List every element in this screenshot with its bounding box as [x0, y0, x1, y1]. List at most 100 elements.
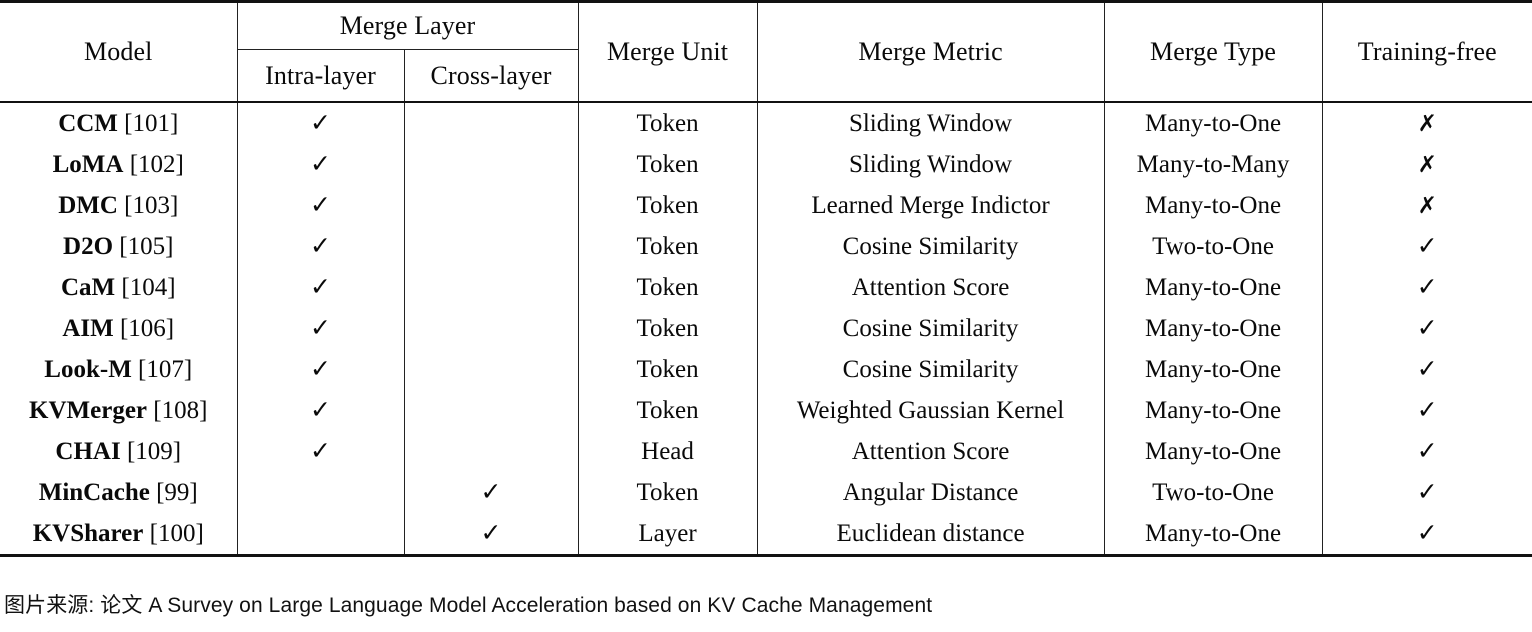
cell-merge-unit: Token — [577, 101, 758, 144]
column-header-merge-unit: Merge Unit — [577, 0, 758, 102]
cell-merge-unit: Layer — [577, 513, 758, 557]
cell-model: CHAI [109] — [0, 431, 237, 472]
cell-merge-metric: Cosine Similarity — [756, 308, 1105, 349]
cross-icon: ✗ — [1417, 193, 1437, 218]
header-row-top: Model Merge Layer Merge Unit Merge Metri… — [0, 0, 1532, 102]
cell-training-free: ✗ — [1321, 185, 1532, 226]
column-header-cross-layer: Cross-layer — [403, 49, 579, 102]
model-reference: [107] — [138, 356, 193, 383]
cell-training-free: ✗ — [1321, 101, 1532, 144]
model-reference: [105] — [119, 233, 174, 260]
cell-merge-metric: Attention Score — [756, 431, 1105, 472]
cell-merge-metric: Sliding Window — [756, 144, 1105, 185]
check-icon: ✓ — [310, 110, 331, 137]
cell-cross-layer: ✓ — [403, 513, 579, 557]
cell-merge-unit: Head — [577, 431, 758, 472]
cell-merge-metric: Learned Merge Indictor — [756, 185, 1105, 226]
cell-merge-type: Two-to-One — [1103, 226, 1323, 267]
column-header-merge-metric: Merge Metric — [756, 0, 1105, 102]
cell-intra-layer: ✓ — [236, 101, 404, 144]
merge-methods-table: Model Merge Layer Merge Unit Merge Metri… — [0, 0, 1532, 557]
column-header-intra-layer: Intra-layer — [236, 49, 404, 102]
cell-merge-type: Many-to-One — [1103, 267, 1323, 308]
model-name: D2O — [63, 233, 114, 260]
image-source-caption: 图片来源: 论文 A Survey on Large Language Mode… — [4, 594, 933, 617]
model-name: LoMA — [52, 151, 124, 178]
check-icon: ✓ — [1416, 438, 1438, 465]
check-icon: ✓ — [1416, 356, 1438, 383]
cell-model: AIM [106] — [0, 308, 237, 349]
check-icon: ✓ — [310, 274, 331, 301]
model-name: MinCache — [38, 479, 150, 506]
cell-cross-layer — [403, 267, 579, 308]
cell-merge-metric: Weighted Gaussian Kernel — [756, 390, 1105, 431]
cell-intra-layer: ✓ — [236, 185, 404, 226]
cell-merge-unit: Token — [577, 349, 758, 390]
cell-merge-unit: Token — [577, 390, 758, 431]
cell-merge-metric: Attention Score — [756, 267, 1105, 308]
header-row-sub: Intra-layer Cross-layer — [0, 49, 1532, 102]
check-icon: ✓ — [480, 479, 502, 506]
cell-cross-layer — [403, 308, 579, 349]
check-icon: ✓ — [1416, 520, 1438, 547]
cell-merge-metric: Angular Distance — [756, 472, 1105, 513]
check-icon: ✓ — [310, 233, 331, 260]
cell-model: KVSharer [100] — [0, 513, 237, 557]
cell-merge-type: Many-to-One — [1103, 185, 1323, 226]
cell-merge-unit: Token — [577, 226, 758, 267]
cell-merge-type: Many-to-One — [1103, 308, 1323, 349]
cell-merge-metric: Cosine Similarity — [756, 226, 1105, 267]
cell-merge-unit: Token — [577, 185, 758, 226]
column-header-training-free: Training-free — [1321, 0, 1532, 102]
cell-merge-metric: Euclidean distance — [756, 513, 1105, 557]
cell-cross-layer — [403, 185, 579, 226]
model-reference: [109] — [126, 438, 182, 465]
cell-intra-layer — [236, 513, 404, 557]
model-reference: [101] — [124, 110, 179, 137]
table-header: Model Merge Layer Merge Unit Merge Metri… — [0, 0, 1532, 102]
cell-merge-metric: Sliding Window — [756, 101, 1105, 144]
cell-model: D2O [105] — [0, 226, 237, 267]
merge-methods-table-block: Model Merge Layer Merge Unit Merge Metri… — [0, 0, 1532, 557]
cell-cross-layer — [403, 226, 579, 267]
model-reference: [99] — [156, 479, 198, 506]
model-name: AIM — [62, 315, 114, 342]
cell-model: MinCache [99] — [0, 472, 237, 513]
model-name: KVSharer — [32, 520, 144, 547]
cell-merge-type: Many-to-One — [1103, 431, 1323, 472]
cell-intra-layer: ✓ — [236, 349, 404, 390]
cross-icon: ✗ — [1417, 111, 1437, 136]
model-reference: [104] — [121, 274, 176, 301]
column-header-model: Model — [0, 0, 237, 102]
cell-merge-type: Many-to-One — [1103, 390, 1323, 431]
cell-model: KVMerger [108] — [0, 390, 237, 431]
cell-training-free: ✓ — [1321, 390, 1532, 431]
model-name: KVMerger — [29, 397, 148, 424]
column-header-merge-type: Merge Type — [1103, 0, 1323, 102]
cell-intra-layer: ✓ — [236, 144, 404, 185]
cell-training-free: ✓ — [1321, 472, 1532, 513]
check-icon: ✓ — [310, 151, 331, 178]
cell-training-free: ✓ — [1321, 349, 1532, 390]
model-name: CHAI — [55, 438, 121, 465]
cell-merge-unit: Token — [577, 308, 758, 349]
cell-merge-unit: Token — [577, 267, 758, 308]
check-icon: ✓ — [310, 192, 331, 219]
model-name: CaM — [60, 274, 116, 301]
cell-merge-unit: Token — [577, 144, 758, 185]
check-icon: ✓ — [310, 315, 331, 342]
check-icon: ✓ — [310, 438, 331, 465]
cell-model: LoMA [102] — [0, 144, 237, 185]
model-reference: [100] — [149, 520, 204, 547]
